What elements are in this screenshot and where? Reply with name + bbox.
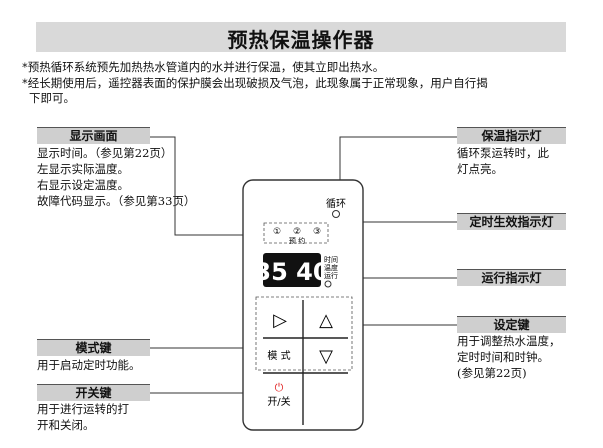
timer-3: ③ xyxy=(313,227,321,237)
timer-1: ① xyxy=(273,227,281,237)
running-indicator-light xyxy=(324,280,332,288)
power-icon[interactable]: ⏻ xyxy=(275,381,284,394)
display-desc-2: 左显示实际温度。 xyxy=(37,162,129,176)
up-arrow-button[interactable]: △ xyxy=(319,310,333,331)
timer-indicator-label: 定时生效指示灯 xyxy=(457,213,566,230)
setting-desc-3: (参见第22页) xyxy=(457,366,527,380)
power-button[interactable]: 开/关 xyxy=(267,395,290,408)
power-key-label: 开关键 xyxy=(37,384,150,401)
mode-key-label: 模式键 xyxy=(37,339,150,356)
setting-key-label: 设定键 xyxy=(457,316,566,333)
mode-button[interactable]: 模 式 xyxy=(267,349,290,362)
keep-warm-indicator-light xyxy=(332,210,340,218)
page-title: 预热保温操作器 xyxy=(227,28,375,52)
status-label-run: 运行 xyxy=(324,271,338,280)
setting-desc-1: 用于调整热水温度， xyxy=(457,334,561,348)
circulation-label: 循环 xyxy=(326,197,346,210)
status-label-time: 时间 xyxy=(324,255,338,264)
reserve-label: 预 约 xyxy=(289,236,305,245)
display-desc-1: 显示时间。（参见第22页） xyxy=(37,146,173,160)
left-arrow-button[interactable]: ▷ xyxy=(273,310,287,331)
keep-warm-desc-2: 灯点亮。 xyxy=(457,162,503,176)
power-key-desc-1: 用于进行运转的打 xyxy=(37,402,129,416)
display-desc-4: 故障代码显示。（参见第33页） xyxy=(37,194,196,208)
leader-display xyxy=(150,136,263,236)
mode-key-desc: 用于启动定时功能。 xyxy=(37,358,141,372)
status-label-temp: 温度 xyxy=(324,263,338,272)
setting-key-group xyxy=(255,296,353,371)
display-label: 显示画面 xyxy=(37,127,150,144)
note-2: *经长期使用后，遥控器表面的保护膜会出现破损及气泡，此现象属于正常现象，用户自行… xyxy=(22,76,488,90)
display-desc-3: 右显示设定温度。 xyxy=(37,178,129,192)
running-indicator-label: 运行指示灯 xyxy=(457,269,566,286)
note-1: *预热循环系统预先加热热水管道内的水并进行保温，使其立即出热水。 xyxy=(22,60,385,74)
note-3: 下即可。 xyxy=(29,91,75,105)
setting-desc-2: 定时时间和时钟。 xyxy=(457,350,549,364)
title-bar: 预热保温操作器 xyxy=(36,22,566,52)
down-arrow-button[interactable]: ▽ xyxy=(319,346,333,367)
timer-2: ② xyxy=(293,227,301,237)
power-key-desc-2: 开和关闭。 xyxy=(37,418,95,432)
lcd-display xyxy=(263,253,321,287)
keep-warm-indicator-label: 保温指示灯 xyxy=(457,127,566,144)
lcd-digits: 35 40 xyxy=(254,258,329,286)
timer-indicator-group xyxy=(263,222,329,244)
keep-warm-desc-1: 循环泵运转时，此 xyxy=(457,146,549,160)
